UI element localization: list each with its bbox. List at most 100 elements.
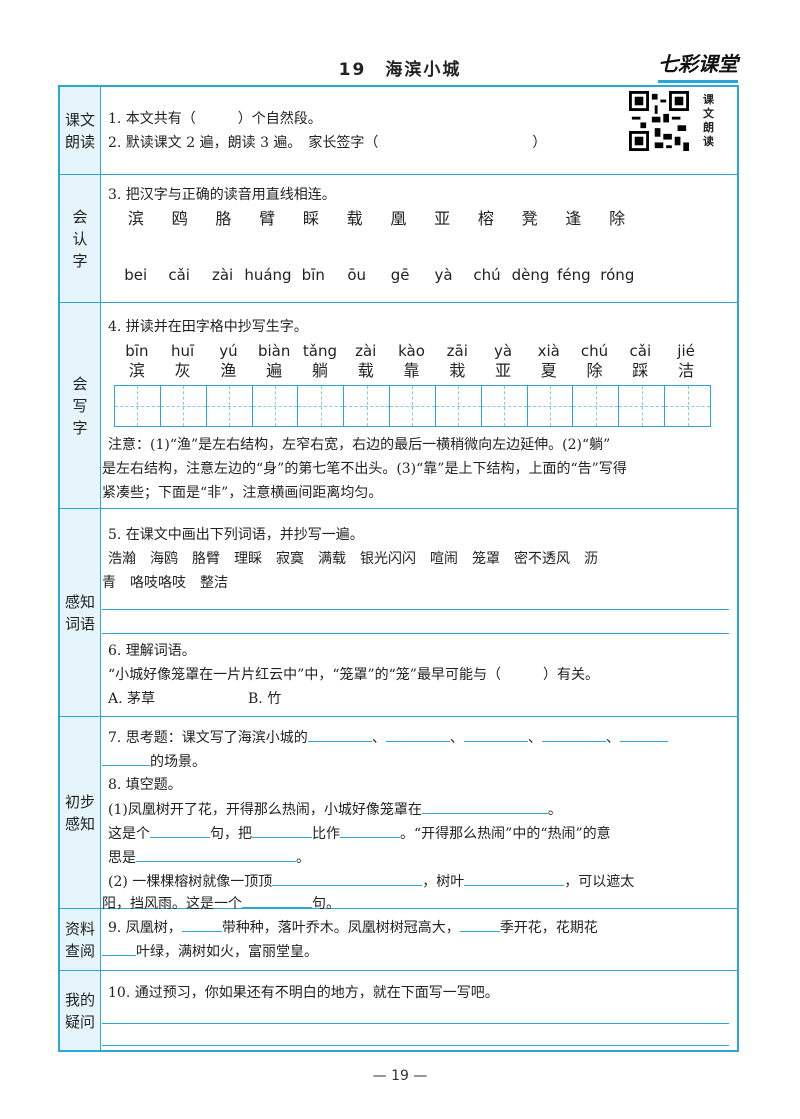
tianzige-cell[interactable] [665, 386, 710, 426]
pinyin-syllable: cǎi [168, 266, 190, 284]
tianzige-cell[interactable] [481, 386, 528, 426]
q8-2d-text: 阳，挡风雨。这是一个 [102, 896, 242, 912]
blank[interactable] [463, 725, 528, 742]
q8-2e-text: 句。 [312, 896, 340, 912]
option-b[interactable]: B. 竹 [248, 691, 282, 707]
pinyin-syllable: féng [557, 266, 591, 284]
qr-label: 课文朗读 [703, 93, 714, 148]
blank[interactable] [385, 725, 450, 742]
section-content: 7. 思考题：课文写了海滨小城的、、、、 的场景。 8. 填空题。 (1)凤凰树… [102, 717, 729, 912]
question-7-end: 的场景。 [102, 749, 206, 774]
pinyin-syllable: yà [493, 342, 513, 360]
tianzige-cell[interactable] [619, 386, 666, 426]
qr-code-icon[interactable] [629, 91, 689, 151]
question-8-1-cont: 这是个句，把比作。“开得那么热闹”中的“热闹”的意 [108, 821, 611, 846]
section-label: 感知 词语 [60, 509, 101, 716]
blank[interactable] [459, 915, 500, 932]
q8-1c-text: 句，把 [210, 826, 252, 842]
pinyin-syllable: bīn [125, 342, 149, 360]
pinyin-syllable: huī [171, 342, 195, 360]
blank[interactable] [150, 821, 210, 838]
blank[interactable] [541, 725, 606, 742]
section-label-text: 资料 查阅 [64, 919, 95, 960]
hanzi-char: 睬 [302, 209, 319, 228]
hanzi-char: 载 [346, 209, 363, 228]
writing-line[interactable] [102, 1045, 729, 1046]
tianzige-cell[interactable] [206, 386, 253, 426]
tianzige-cell[interactable] [573, 386, 620, 426]
blank[interactable] [421, 797, 548, 814]
tianzige-cell[interactable] [115, 386, 161, 426]
option-a[interactable]: A. 茅草 [108, 691, 156, 707]
section-content: 5. 在课文中画出下列词语，并抄写一遍。 浩瀚 海鸥 胳臂 理睬 寂寞 满载 银… [102, 509, 729, 716]
question-6: 6. 理解词语。 [108, 643, 196, 659]
write-note-1: 注意：(1)“渔”是左右结构，左窄右宽，右边的最后一横稍微向左边延伸。(2)“躺… [108, 437, 611, 453]
hanzi-char: 胳 [215, 209, 232, 228]
hanzi-char: 灰 [174, 361, 191, 380]
tianzige-cell[interactable] [435, 386, 482, 426]
blank[interactable] [307, 725, 372, 742]
write-note-2: 是左右结构，注意左边的“身”的第七笔不出头。(3)“靠”是上下结构，上面的“告”… [102, 461, 627, 477]
blank[interactable] [102, 939, 136, 956]
blank[interactable] [136, 845, 296, 862]
pinyin-syllable: gē [390, 266, 410, 284]
section-label: 会 认 字 [60, 175, 101, 302]
q8-1f-text: 思是 [108, 850, 136, 866]
blank[interactable] [242, 891, 312, 908]
section-label-text: 我的 疑问 [64, 990, 95, 1031]
tianzige-cell[interactable] [527, 386, 574, 426]
blank[interactable] [340, 821, 400, 838]
blank[interactable] [181, 915, 222, 932]
hanzi-char: 洁 [678, 361, 695, 380]
section-label: 会 写 字 [60, 303, 101, 508]
tianzige-cell[interactable] [344, 386, 391, 426]
blank[interactable] [102, 749, 150, 766]
pinyin-syllable: xià [537, 342, 560, 360]
pinyin-syllable: yà [434, 266, 453, 284]
tianzige-cell[interactable] [160, 386, 207, 426]
question-9: 9. 凤凰树， 带种种，落叶乔木。凤凰树树冠高大， 季开花，花期花 [108, 915, 598, 940]
q9d-text: 叶绿，满树如火，富丽堂皇。 [136, 944, 318, 960]
q9a-text: 9. 凤凰树， [108, 920, 182, 936]
tianzige-cell[interactable] [298, 386, 345, 426]
q8-2b-text: ，树叶 [422, 874, 465, 890]
pinyin-syllable: ōu [347, 266, 367, 284]
section-perceive-words: 感知 词语 5. 在课文中画出下列词语，并抄写一遍。 浩瀚 海鸥 胳臂 理睬 寂… [60, 509, 737, 717]
q9c-text: 季开花，花期花 [499, 920, 598, 936]
blank[interactable] [272, 869, 423, 886]
section-content: 9. 凤凰树， 带种种，落叶乔木。凤凰树树冠高大， 季开花，花期花 叶绿，满树如火，… [102, 909, 729, 970]
question-7-end-text: 的场景。 [150, 754, 206, 770]
section-label-text: 课文 朗读 [64, 110, 95, 151]
hanzi-char: 亚 [495, 361, 512, 380]
writing-line[interactable] [102, 1023, 729, 1024]
tianzige-grid[interactable] [114, 385, 711, 427]
q8-1d-text: 比作 [312, 826, 340, 842]
blank[interactable] [619, 725, 668, 742]
q8-1e-text: 。“开得那么热闹”中的“热闹”的意 [400, 826, 611, 842]
question-9-cont: 叶绿，满树如火，富丽堂皇。 [102, 939, 318, 964]
tianzige-cell[interactable] [252, 386, 299, 426]
pinyin-syllable: cǎi [629, 342, 652, 360]
blank[interactable] [464, 869, 565, 886]
hanzi-char: 载 [357, 361, 374, 380]
writing-line[interactable] [102, 633, 729, 634]
question-8-2-cont: 阳，挡风雨。这是一个 句。 [102, 891, 340, 916]
blank[interactable] [252, 821, 312, 838]
tianzige-cell[interactable] [390, 386, 436, 426]
question-4: 4. 拼读并在田字格中抄写生字。 [108, 319, 308, 335]
hanzi-char: 凰 [390, 209, 407, 228]
worksheet-frame: 课文 朗读 1. 本文共有（ ）个自然段。 2. 默读课文 2 遍，朗读 3 遍… [58, 85, 739, 1052]
pinyin-syllable: jié [677, 342, 695, 360]
pinyin-syllable: kào [398, 342, 425, 360]
q8-1-text: (1)凤凰树开了花，开得那么热闹，小城好像笼罩在 [108, 802, 422, 818]
section-questions: 我的 疑问 10. 通过预习，你如果还有不明白的地方，就在下面写一写吧。 [60, 971, 737, 1050]
writing-line[interactable] [102, 609, 729, 610]
question-10: 10. 通过预习，你如果还有不明白的地方，就在下面写一写吧。 [108, 985, 499, 1001]
q9b-text: 带种种，落叶乔木。凤凰树树冠高大， [221, 920, 460, 936]
question-7-text: 7. 思考题：课文写了海滨小城的 [108, 730, 308, 746]
hanzi-char: 除 [609, 209, 626, 228]
section-read: 课文 朗读 1. 本文共有（ ）个自然段。 2. 默读课文 2 遍，朗读 3 遍… [60, 87, 737, 175]
